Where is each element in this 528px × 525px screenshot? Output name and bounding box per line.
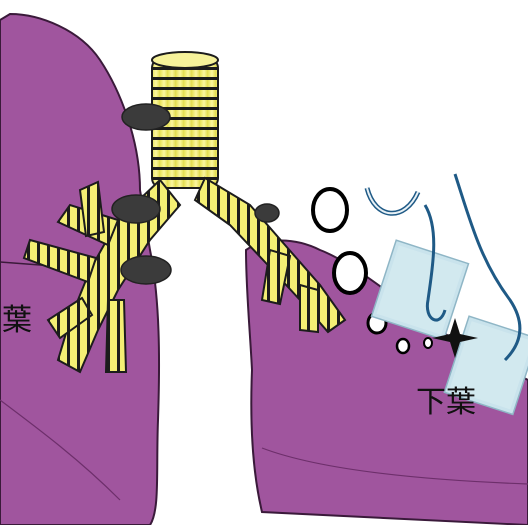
left-lobe-label: 葉 [2, 306, 32, 336]
tube-line-icon [367, 188, 418, 213]
right-lower-lobe-label: 下葉 [416, 388, 476, 418]
lymph-node-icon [112, 195, 160, 223]
lymph-node-icon [121, 256, 171, 284]
bubble-icon [397, 339, 409, 353]
bubble-icon [334, 253, 366, 293]
bubble-icon [313, 189, 347, 231]
lymph-node-icon [255, 204, 279, 222]
bubble-icon [424, 338, 432, 348]
lymph-node-icon [122, 104, 170, 130]
